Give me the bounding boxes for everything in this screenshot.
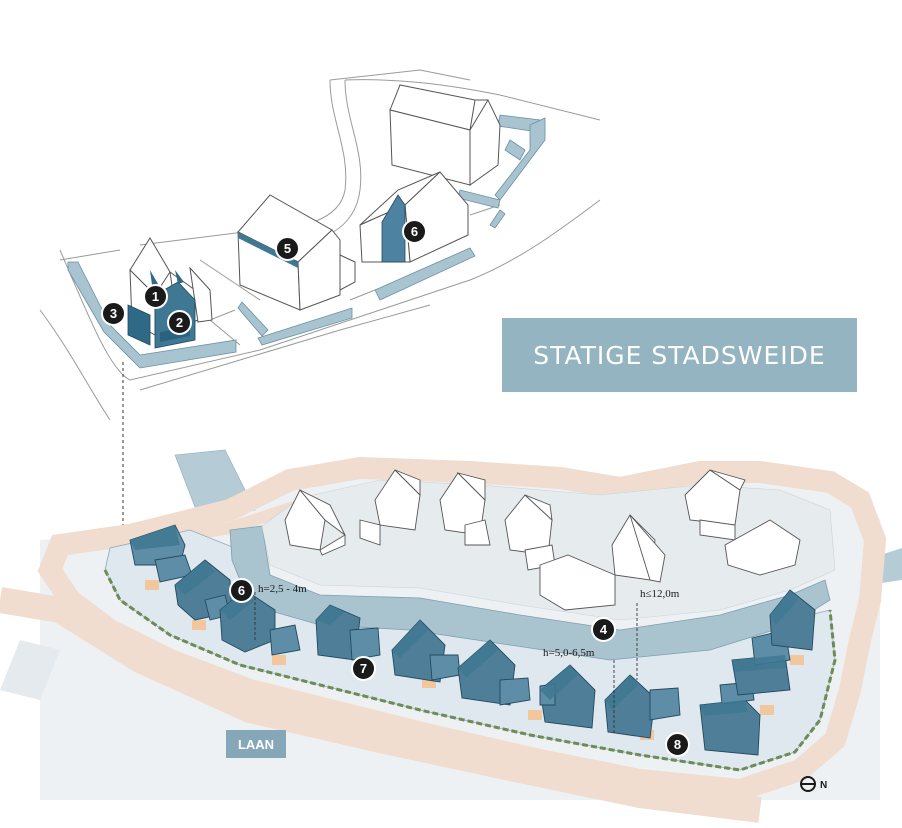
street-label-box: LAAN <box>226 730 286 758</box>
project-title-box: STATIGE STADSWEIDE <box>502 318 857 392</box>
compass-icon <box>800 776 816 792</box>
marker-2: 2 <box>167 310 192 335</box>
height-label-h1: h=2,5 - 4m <box>258 583 307 595</box>
marker-4: 4 <box>591 617 616 642</box>
street-label: LAAN <box>237 736 275 752</box>
marker-7: 7 <box>351 656 376 681</box>
water-left <box>0 640 60 700</box>
marker-6-plan: 6 <box>229 578 254 603</box>
marker-6-detail: 6 <box>402 219 427 244</box>
marker-5: 5 <box>275 236 300 261</box>
roof-shades <box>130 525 798 716</box>
marker-3: 3 <box>101 301 126 326</box>
hedge-line <box>103 569 837 772</box>
project-title: STATIGE STADSWEIDE <box>533 340 826 370</box>
marker-8: 8 <box>665 732 690 757</box>
outer-road <box>0 587 762 823</box>
height-label-h2: h≤12,0m <box>640 588 680 600</box>
ring-road <box>37 456 887 802</box>
detail-view <box>39 69 601 421</box>
height-label-h3: h=5,0-6,5m <box>543 647 595 659</box>
marker-1: 1 <box>143 284 168 309</box>
white-houses <box>284 469 801 611</box>
compass-label: N <box>820 780 828 791</box>
